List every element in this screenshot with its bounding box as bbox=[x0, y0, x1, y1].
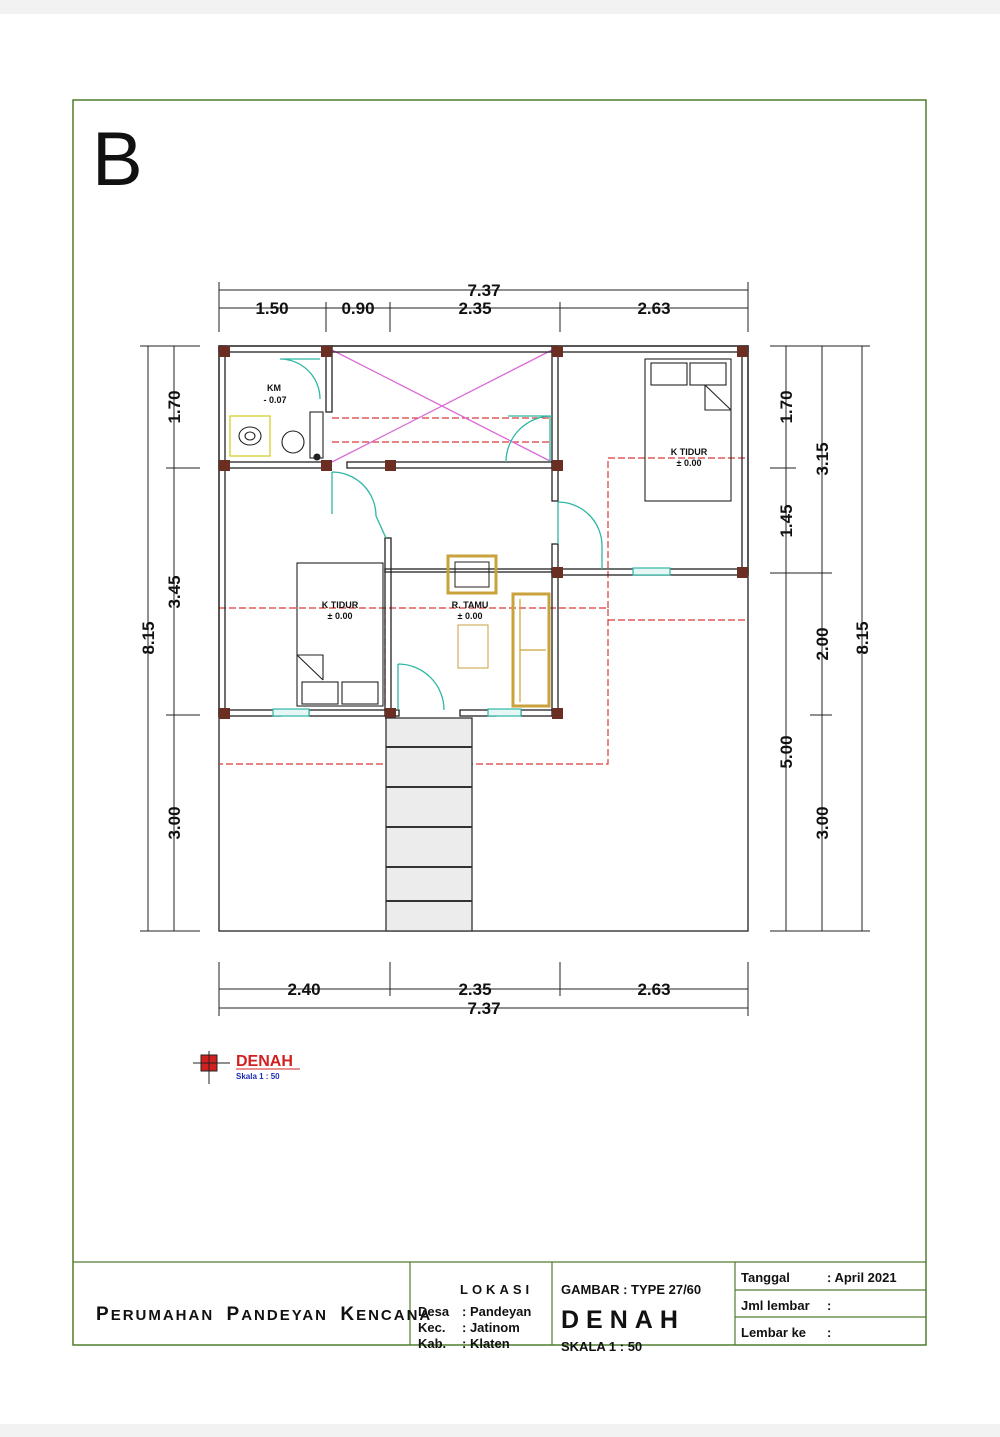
project-word-2-rest: ANDEYAN bbox=[241, 1307, 329, 1324]
dim-left-seg-3: 3.00 bbox=[165, 806, 184, 839]
lokasi-row: Kec. : Jatinom bbox=[418, 1320, 531, 1336]
jml-lembar-value: : bbox=[827, 1298, 832, 1313]
room-tamu-level: ± 0.00 bbox=[458, 611, 483, 621]
toilet-fixtures bbox=[229, 411, 324, 461]
dim-right-inner-1: 1.70 bbox=[777, 390, 796, 423]
drawing-scale: SKALA 1 : 50 bbox=[561, 1339, 643, 1354]
living-room-furniture bbox=[446, 554, 551, 708]
dim-right-mid-1: 3.15 bbox=[813, 442, 832, 475]
windows bbox=[272, 567, 671, 717]
dim-top-total: 7.37 bbox=[467, 281, 500, 300]
terrace-steps bbox=[385, 717, 473, 932]
columns bbox=[219, 346, 748, 719]
dimension-lines bbox=[140, 282, 870, 1016]
lembar-ke-row: Lembar ke: bbox=[741, 1325, 831, 1340]
tanggal-value: : April 2021 bbox=[827, 1270, 897, 1285]
room-km-name: KM bbox=[267, 383, 281, 393]
room-tamu-name: R. TAMU bbox=[452, 600, 489, 610]
project-word-1-cap: P bbox=[96, 1304, 111, 1325]
dim-right-inner-2: 1.45 bbox=[777, 504, 796, 537]
tanggal-label: Tanggal bbox=[741, 1270, 790, 1285]
lokasi-key: Kab. bbox=[418, 1336, 447, 1351]
lokasi-key: Kec. bbox=[418, 1320, 446, 1335]
drawing-name: DENAH bbox=[561, 1306, 685, 1334]
lokasi-value: : Jatinom bbox=[462, 1320, 520, 1335]
dim-left-total: 8.15 bbox=[139, 621, 158, 654]
void-cross bbox=[331, 349, 553, 463]
dim-right-mid-3: 3.00 bbox=[813, 806, 832, 839]
project-name: PERUMAHAN PANDEYAN KENCANA bbox=[96, 1304, 432, 1326]
room-bed2-level: ± 0.00 bbox=[328, 611, 353, 621]
lokasi-list: Desa : Pandeyan Kec. : Jatinom Kab. : Klate… bbox=[418, 1304, 531, 1352]
dim-top-seg-2: 0.90 bbox=[341, 299, 374, 318]
dim-right-mid-2: 2.00 bbox=[813, 627, 832, 660]
dim-left-seg-1: 1.70 bbox=[165, 390, 184, 423]
dim-top-seg-4: 2.63 bbox=[637, 299, 670, 318]
room-bed1-name: K TIDUR bbox=[671, 447, 708, 457]
lokasi-row: Desa : Pandeyan bbox=[418, 1304, 531, 1320]
dim-bottom-seg-3: 2.63 bbox=[637, 980, 670, 999]
lokasi-value: : Pandeyan bbox=[462, 1304, 532, 1319]
room-km-level: - 0.07 bbox=[263, 395, 286, 405]
legend-denah: DENAH Skala 1 : 50 bbox=[193, 1051, 300, 1084]
jml-lembar-label: Jml lembar bbox=[741, 1298, 810, 1313]
dim-top-seg-1: 1.50 bbox=[255, 299, 288, 318]
project-word-1-rest: ERUMAHAN bbox=[110, 1307, 215, 1324]
jml-lembar-row: Jml lembar: bbox=[741, 1298, 831, 1313]
dim-bottom-total: 7.37 bbox=[467, 999, 500, 1018]
lembar-ke-value: : bbox=[827, 1325, 832, 1340]
dim-right-inner-3: 5.00 bbox=[777, 735, 796, 768]
dim-right-total: 8.15 bbox=[853, 621, 872, 654]
room-bed1-level: ± 0.00 bbox=[677, 458, 702, 468]
project-word-3-cap: K bbox=[340, 1304, 357, 1325]
sheet-border bbox=[72, 99, 927, 1346]
lokasi-value: : Klaten bbox=[462, 1336, 510, 1351]
walls bbox=[218, 345, 749, 717]
room-bed2-name: K TIDUR bbox=[322, 600, 359, 610]
dim-bottom-seg-1: 2.40 bbox=[287, 980, 320, 999]
beds bbox=[296, 358, 732, 707]
dim-top-seg-3: 2.35 bbox=[458, 299, 491, 318]
gambar-type: GAMBAR : TYPE 27/60 bbox=[561, 1282, 702, 1297]
drawing-sheet: 7.37 1.50 0.90 2.35 2.63 2.40 2.35 2.63 … bbox=[0, 14, 1000, 1424]
lembar-ke-label: Lembar ke bbox=[741, 1325, 807, 1340]
dim-left-seg-2: 3.45 bbox=[165, 575, 184, 608]
floor-plan: 7.37 1.50 0.90 2.35 2.63 2.40 2.35 2.63 … bbox=[72, 99, 927, 1346]
lokasi-key: Desa bbox=[418, 1304, 450, 1319]
sheet-letter: B bbox=[92, 117, 143, 202]
site-outline bbox=[218, 345, 749, 932]
legend-title: DENAH bbox=[236, 1053, 293, 1070]
dim-bottom-seg-2: 2.35 bbox=[458, 980, 491, 999]
doors bbox=[279, 358, 603, 711]
tanggal-row: Tanggal : April 2021 bbox=[741, 1270, 897, 1285]
lokasi-row: Kab. : Klaten bbox=[418, 1336, 531, 1352]
project-word-2-cap: P bbox=[226, 1304, 242, 1325]
lokasi-header: LOKASI bbox=[460, 1282, 534, 1297]
legend-scale: Skala 1 : 50 bbox=[236, 1072, 280, 1081]
project-word-3-rest: ENCANA bbox=[356, 1307, 433, 1324]
